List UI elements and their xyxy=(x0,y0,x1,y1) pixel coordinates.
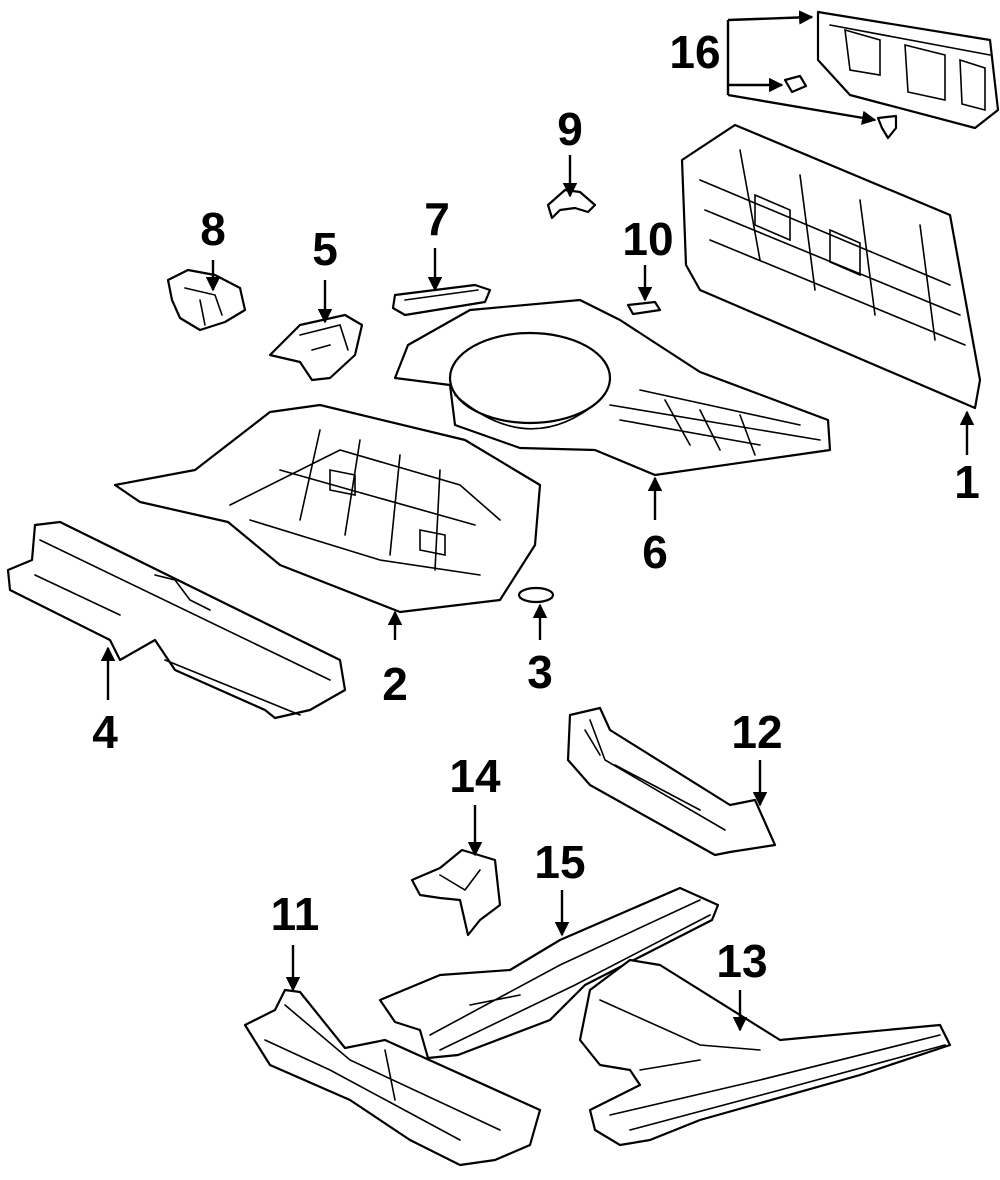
part-7-reinforcement xyxy=(391,283,492,317)
part-5-bracket xyxy=(268,313,364,382)
callout-labels: 1 2 3 4 5 6 7 8 9 10 11 12 13 14 15 16 xyxy=(92,26,980,987)
callout-14: 14 xyxy=(449,750,501,802)
part-16-clip-b xyxy=(876,114,898,140)
part-6-rear-floor-pan xyxy=(393,298,832,477)
callout-8: 8 xyxy=(200,203,226,255)
leader-16 xyxy=(726,17,812,95)
callout-1: 1 xyxy=(954,456,980,508)
callout-3: 3 xyxy=(527,646,553,698)
leader-lines xyxy=(100,17,975,1032)
callout-7: 7 xyxy=(424,193,450,245)
part-1-rear-body-panel xyxy=(680,123,982,410)
callout-6: 6 xyxy=(642,526,668,578)
part-8-bracket xyxy=(166,268,247,332)
leader-16c xyxy=(727,93,877,125)
part-4-crossmember xyxy=(6,520,347,720)
part-10-plug xyxy=(626,300,662,316)
part-9-bracket xyxy=(546,188,597,220)
part-16-package-tray-trim xyxy=(816,10,1000,130)
callout-2: 2 xyxy=(382,658,408,710)
callout-11: 11 xyxy=(271,888,320,940)
part-15-side-member xyxy=(378,886,720,1060)
callout-12: 12 xyxy=(731,706,782,758)
callout-15: 15 xyxy=(534,836,585,888)
callout-9: 9 xyxy=(557,103,583,155)
callout-16: 16 xyxy=(669,26,720,78)
part-3-plug xyxy=(517,586,555,604)
part-12-side-rail xyxy=(566,706,777,857)
callout-10: 10 xyxy=(622,213,673,265)
callout-4: 4 xyxy=(92,706,118,758)
part-13-rear-crossmember xyxy=(578,958,952,1147)
callout-13: 13 xyxy=(716,935,767,987)
part-14-bracket xyxy=(410,848,502,937)
part-16-clip-a xyxy=(783,74,808,94)
part-2-front-floor-pan xyxy=(113,403,542,614)
callout-5: 5 xyxy=(312,223,338,275)
